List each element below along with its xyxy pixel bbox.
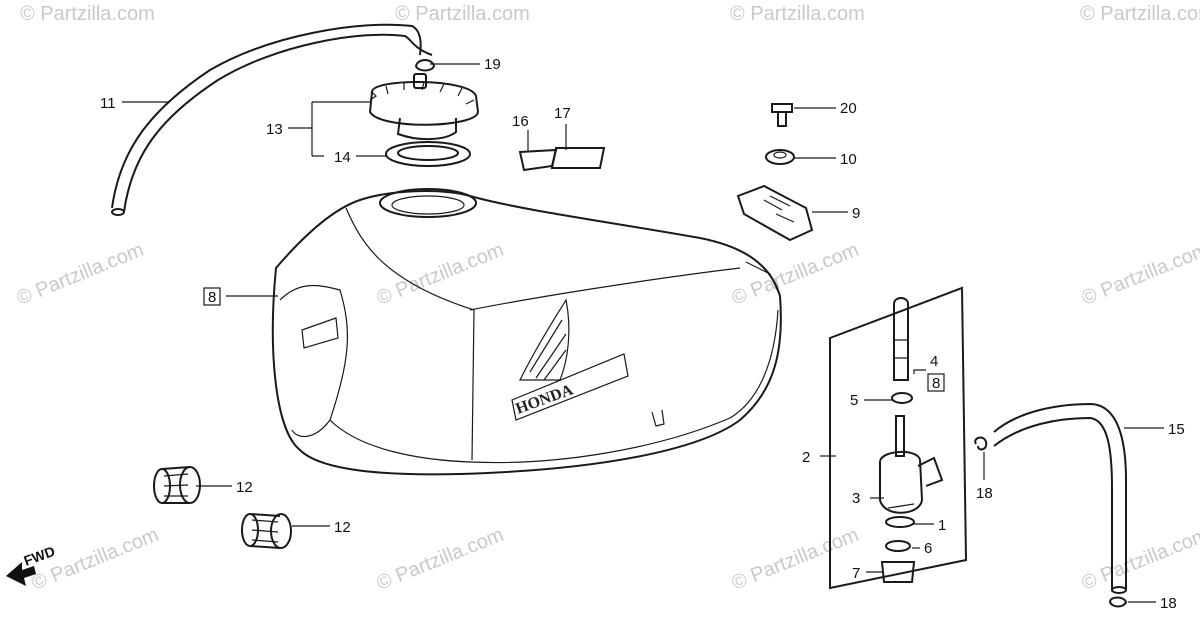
callout-16: 16 (512, 113, 529, 130)
o-ring-part-6[interactable] (885, 540, 911, 552)
fuel-hose-part[interactable] (993, 402, 1127, 594)
sticker-part-17[interactable] (550, 147, 606, 169)
watermark: © Partzilla.com (374, 524, 507, 595)
watermark: © Partzilla.com (730, 3, 865, 25)
callouts: 11 13 14 19 16 17 20 10 9 8 12 12 4 8 5 … (100, 56, 1185, 612)
tube-clip-part-18b[interactable] (1108, 596, 1128, 608)
callout-5: 5 (850, 392, 858, 409)
callout-14: 14 (334, 149, 351, 166)
watermark: © Partzilla.com (395, 3, 530, 25)
watermark: © Partzilla.com (729, 239, 862, 310)
callout-10: 10 (840, 151, 857, 168)
watermark: © Partzilla.com (1080, 3, 1200, 25)
callout-13: 13 (266, 121, 283, 138)
fuel-valve-assembly-box (829, 286, 968, 590)
watermark: © Partzilla.com (374, 239, 507, 310)
callout-12: 12 (236, 479, 253, 496)
callout-12: 12 (334, 519, 351, 536)
callout-1: 1 (938, 517, 946, 534)
callout-20: 20 (840, 100, 857, 117)
callout-8-filter: 8 (932, 375, 940, 392)
watermarks: © Partzilla.com © Partzilla.com © Partzi… (14, 3, 1200, 595)
callout-4: 4 (930, 353, 938, 370)
callout-3: 3 (852, 490, 860, 507)
callout-11: 11 (100, 95, 116, 112)
leader-lines (122, 63, 1164, 603)
callout-18: 18 (1160, 595, 1177, 612)
rubber-cushion-part-12a[interactable] (153, 466, 201, 504)
cushion-part[interactable] (765, 149, 795, 165)
o-ring-part-5[interactable] (891, 392, 913, 404)
fuel-cap-part[interactable] (368, 73, 480, 140)
honda-emblem: HONDA (511, 298, 629, 421)
breather-tube-part[interactable] (111, 23, 433, 216)
watermark: © Partzilla.com (14, 239, 147, 310)
watermark: © Partzilla.com (20, 3, 155, 25)
callout-box-8 (203, 287, 221, 306)
tube-clip-part-18a[interactable] (974, 436, 988, 451)
callout-18: 18 (976, 485, 993, 502)
fuel-valve-part[interactable] (879, 415, 944, 514)
hose-clip-part-19[interactable] (414, 59, 436, 72)
callout-7: 7 (852, 565, 860, 582)
mounting-rubber-part[interactable] (736, 184, 814, 242)
callout-8-tank: 8 (208, 289, 216, 306)
cap-gasket-part[interactable] (385, 141, 471, 167)
callout-box-8 (927, 373, 945, 392)
callout-6: 6 (924, 540, 932, 557)
watermark: © Partzilla.com (1079, 239, 1200, 310)
callout-2: 2 (802, 449, 810, 466)
bolt-part[interactable] (771, 103, 793, 127)
watermark: © Partzilla.com (1079, 524, 1200, 595)
fwd-arrow-icon (6, 562, 36, 586)
callout-17: 17 (554, 105, 571, 122)
strainer-part[interactable] (893, 297, 909, 381)
callout-9: 9 (852, 205, 860, 222)
sediment-cup-part[interactable] (880, 561, 916, 583)
callout-19: 19 (484, 56, 501, 73)
fuel-tank-part[interactable] (271, 188, 782, 476)
packing-part-1[interactable] (885, 516, 915, 528)
rubber-cushion-part-12b[interactable] (241, 513, 292, 549)
watermark: © Partzilla.com (729, 524, 862, 595)
sticker-part-16[interactable] (518, 148, 558, 172)
callout-15: 15 (1168, 421, 1185, 438)
